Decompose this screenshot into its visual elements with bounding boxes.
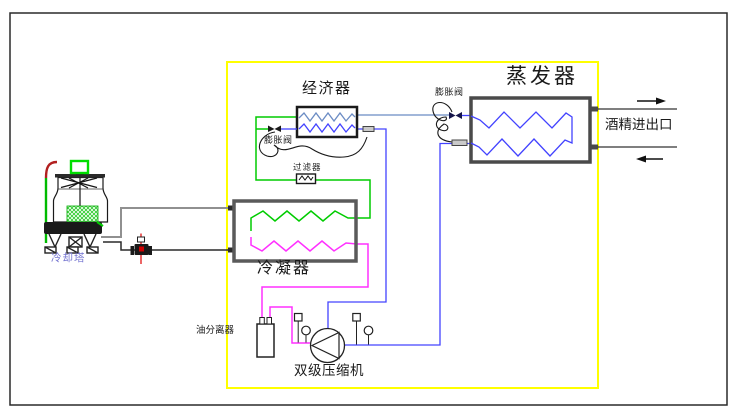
filter-symbol (295, 173, 317, 185)
pressure-gauge-icon (301, 325, 311, 336)
sensing-bulb (362, 126, 375, 132)
outer-border (9, 12, 728, 406)
refrigerant-blue-lines (327, 114, 471, 346)
pressure-sensor-icon (293, 312, 303, 322)
compressor-symbol (309, 327, 346, 364)
cooling-tower-label: 冷却塔 (51, 253, 86, 264)
discharge-line-magenta (250, 237, 369, 344)
evaporator-symbol (469, 96, 598, 164)
evaporator-expansion-valve-label: 膨胀阀 (435, 87, 464, 97)
economizer-expansion-valve-label: 膨胀阀 (264, 135, 293, 145)
flow-arrow-right-icon (656, 97, 666, 105)
alcohol-port-label: 酒精进出口 (605, 117, 673, 132)
tower-water-fill (66, 205, 99, 223)
evaporator-label: 蒸发器 (506, 64, 578, 88)
pressure-gauge-icon (363, 325, 374, 336)
oil-separator-symbol (256, 317, 275, 358)
valve-capillary-line (258, 131, 368, 158)
pressure-sensor-icon (352, 312, 361, 322)
alcohol-port-lines (598, 97, 677, 163)
evaporator-expansion-valve-symbol (432, 101, 468, 146)
compressor-label: 双级压缩机 (294, 363, 364, 378)
economizer-expansion-valve-symbol (258, 125, 375, 158)
oil-separator-label: 油分离器 (196, 326, 235, 336)
liquid-line-green (250, 116, 371, 231)
sensing-bulb (451, 139, 468, 146)
water-pump-symbol (130, 233, 152, 264)
economizer-symbol (295, 105, 359, 139)
pressure-instruments (293, 312, 374, 345)
flow-arrow-left-icon (636, 155, 646, 163)
condenser-shell (232, 199, 358, 263)
economizer-label: 经济器 (302, 81, 352, 97)
system-boundary-box (226, 61, 599, 389)
cooling-tower-symbol (44, 159, 109, 254)
valve-capillary-line (432, 101, 453, 143)
filter-label: 过滤器 (293, 162, 322, 172)
cooling-water-pipes (101, 205, 235, 253)
tower-basin (44, 222, 102, 234)
fan-blades-icon (60, 177, 98, 206)
condenser-label: 冷凝器 (257, 260, 312, 277)
fan-motor-icon (69, 159, 90, 175)
tower-legs (44, 233, 99, 254)
